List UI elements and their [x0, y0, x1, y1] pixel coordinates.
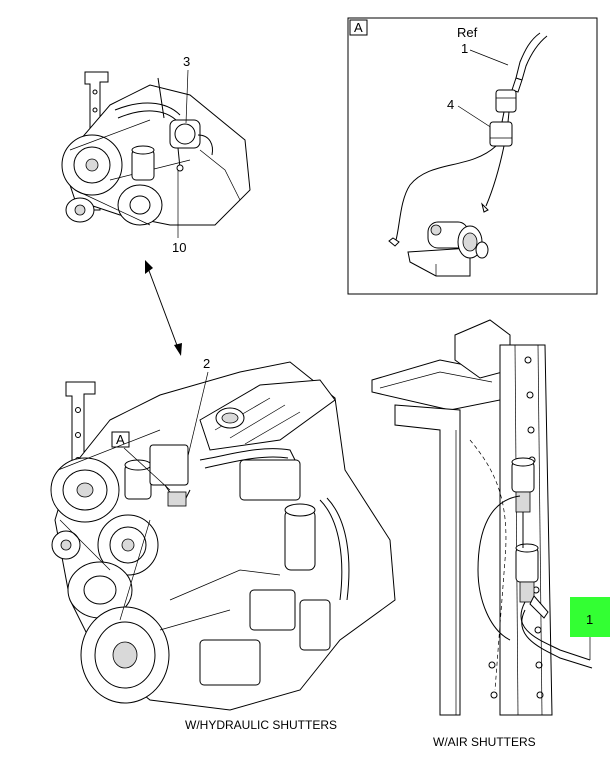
callout-1-detail: 1 [461, 41, 468, 56]
connector-upper [495, 89, 517, 113]
reference-arrow [145, 260, 182, 356]
air-valve-lower [515, 547, 539, 583]
wire-lead-2 [485, 145, 505, 207]
caption-hydraulic-shutters: W/HYDRAULIC SHUTTERS [185, 718, 337, 732]
callout-2: 2 [203, 356, 210, 371]
detail-a-label: A [354, 20, 363, 35]
air-line [520, 601, 591, 661]
engine-detail-top [61, 71, 251, 226]
callout-1-green: 1 [586, 612, 593, 627]
callout-10: 10 [172, 240, 186, 255]
callout-a-engine: A [116, 432, 125, 447]
detail-a-label-box [349, 19, 368, 36]
ref-label: Ref [457, 25, 478, 40]
frame-rail-air [371, 319, 593, 716]
engine-main [50, 361, 396, 711]
harness-cable [515, 32, 541, 79]
switch-assembly-main [149, 444, 189, 486]
connector-lower [489, 121, 513, 147]
callout-3: 3 [183, 54, 190, 69]
wire-lead-1 [395, 145, 497, 241]
caption-air-shutters: W/AIR SHUTTERS [433, 735, 536, 749]
callout-1-highlight [570, 597, 610, 637]
frame-rail [499, 344, 553, 716]
detail-a-panel: A Ref 1 4 [347, 17, 598, 295]
callout-4: 4 [447, 97, 454, 112]
callout-a-box [111, 431, 130, 448]
